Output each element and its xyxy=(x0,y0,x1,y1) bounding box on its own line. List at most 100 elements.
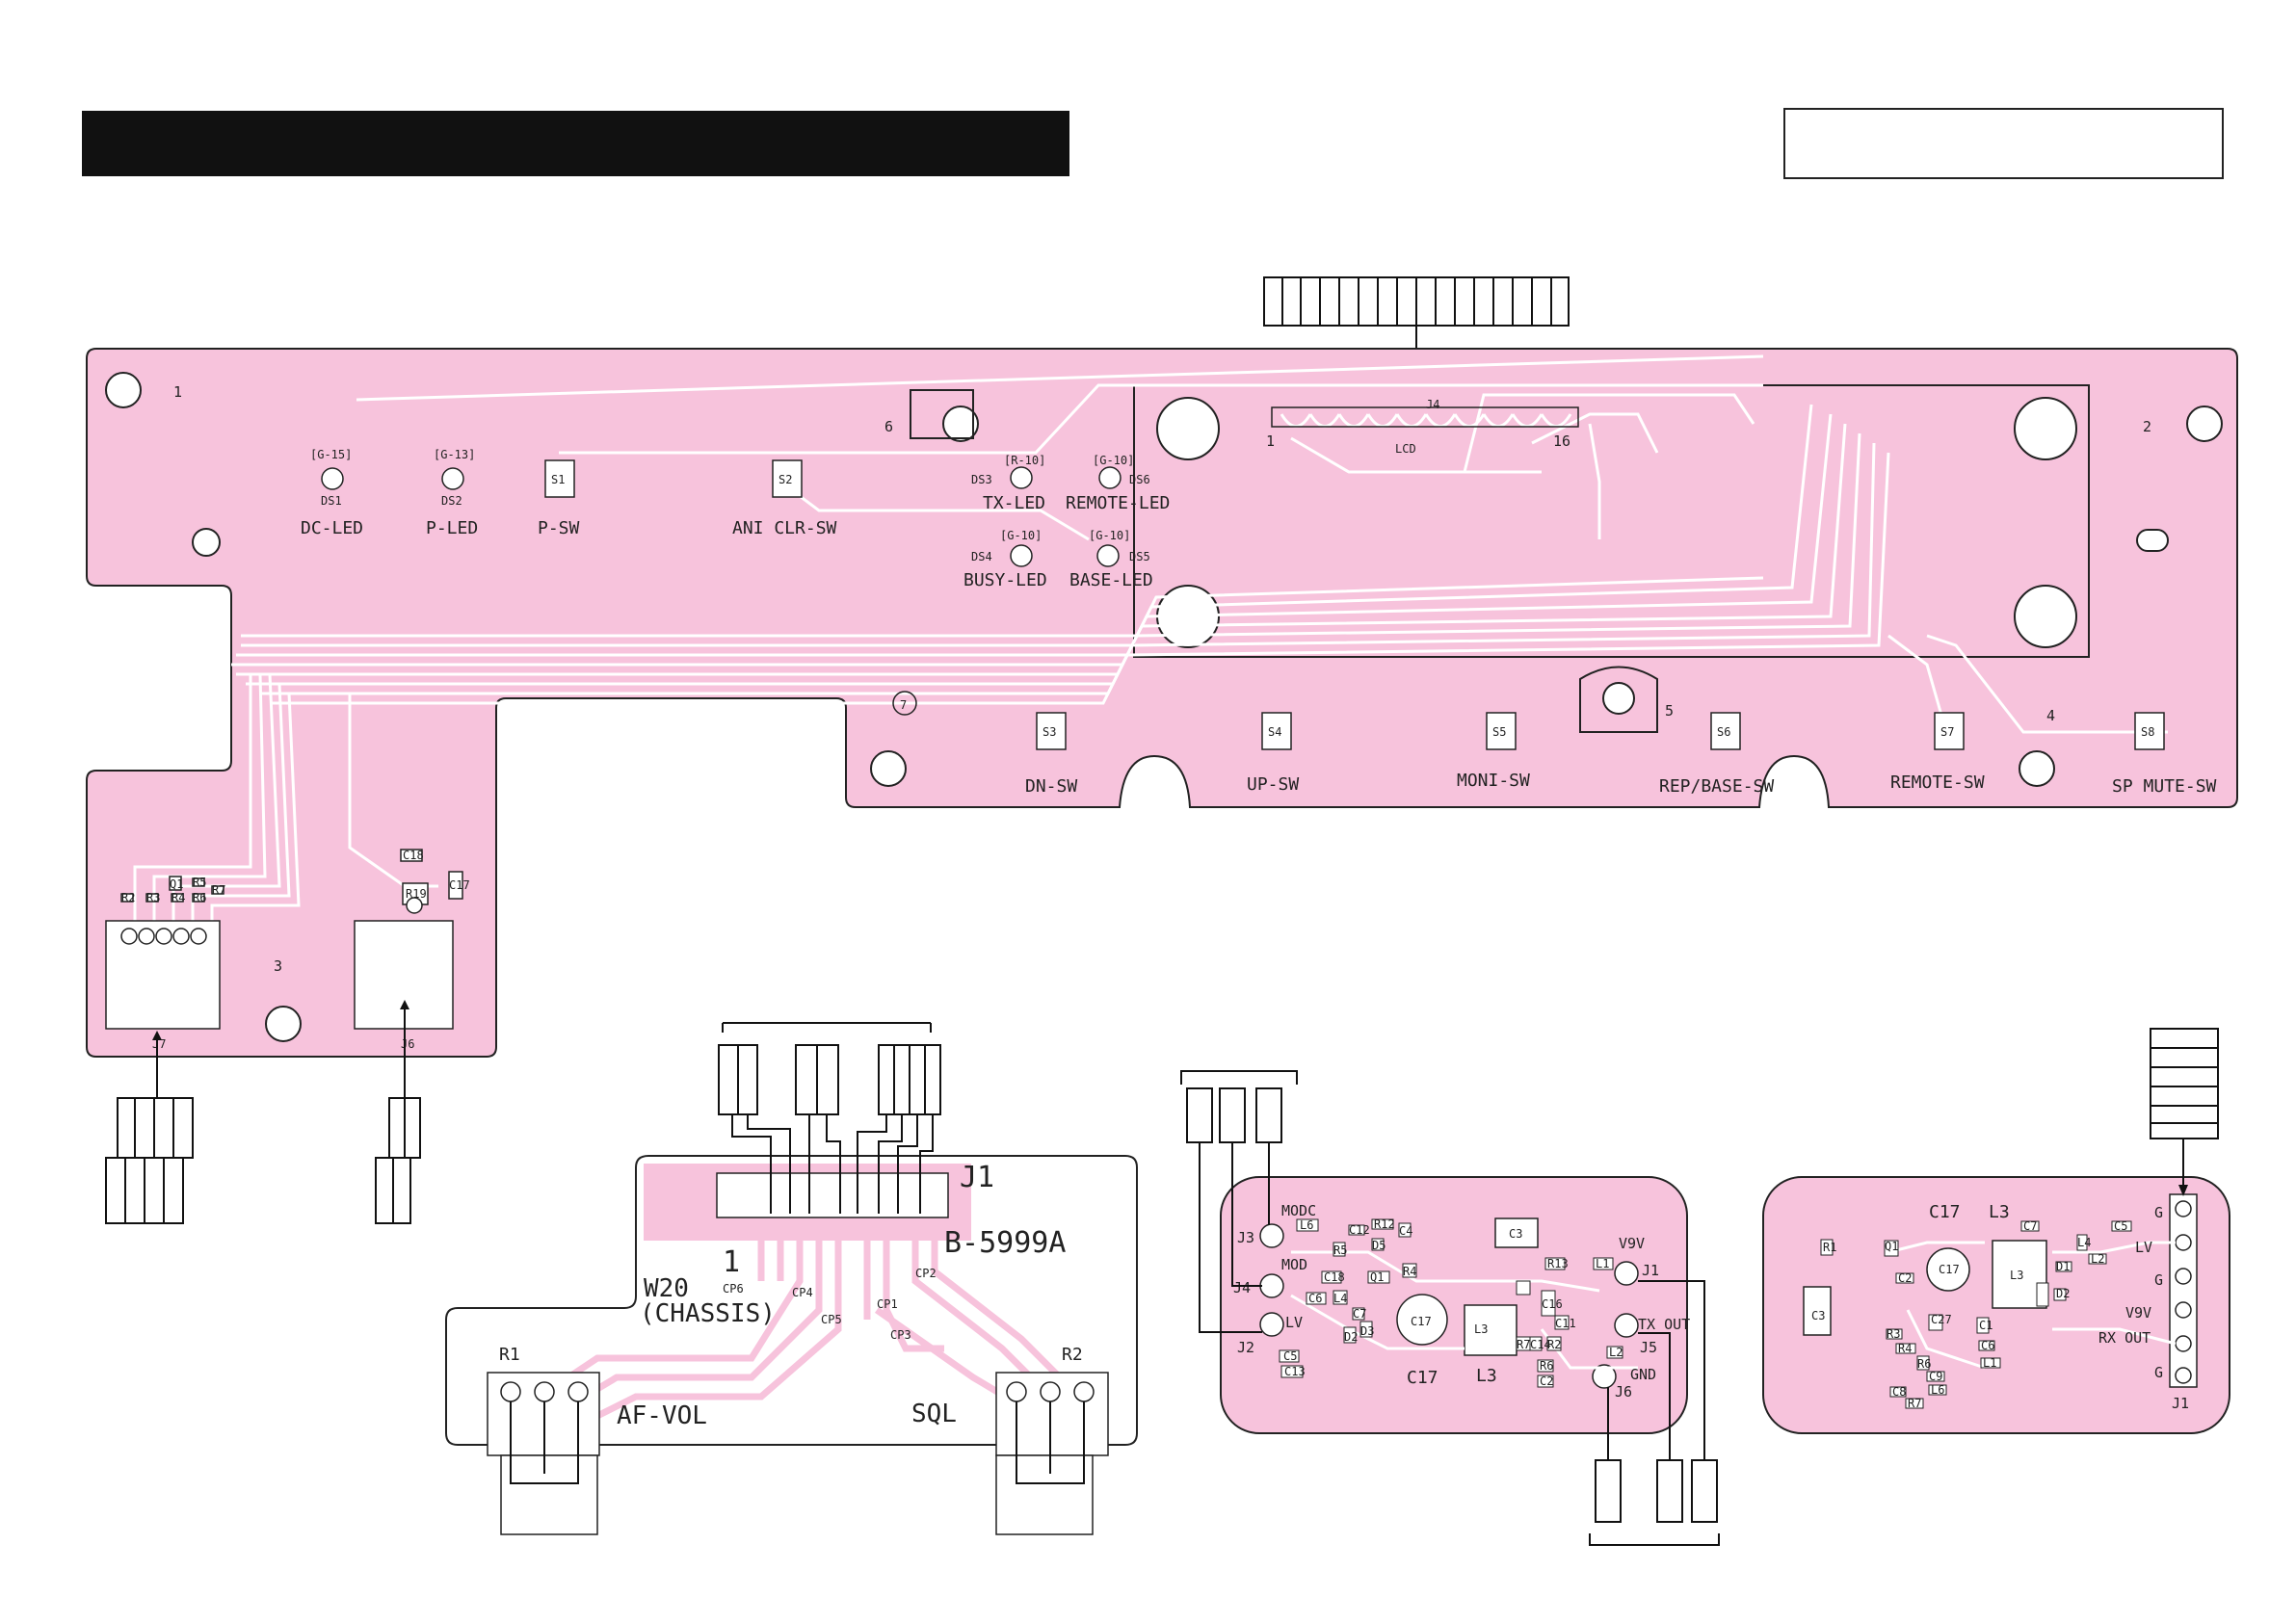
rx-a-j6-label: GND xyxy=(1630,1366,1656,1383)
svg-text:C8: C8 xyxy=(1892,1385,1906,1399)
pot-r1-label: AF-VOL xyxy=(617,1401,707,1430)
svg-text:DS4: DS4 xyxy=(971,550,992,563)
rx-b-l3-ref: L3 xyxy=(2010,1269,2023,1282)
svg-text:DS6: DS6 xyxy=(1129,473,1150,486)
led-ds3: [R-10] DS3 TX-LED xyxy=(971,454,1045,513)
svg-text:DS3: DS3 xyxy=(971,473,992,486)
svg-text:D3: D3 xyxy=(1360,1324,1374,1338)
vol-board xyxy=(445,1155,1138,1535)
rx-b-l3-label: L3 xyxy=(1989,1202,2010,1222)
vol-board-cable xyxy=(718,1022,941,1214)
svg-text:S5: S5 xyxy=(1492,725,1506,739)
connector-j7: J7 xyxy=(105,920,221,1098)
j6-plug xyxy=(375,1097,421,1224)
switch-s2: S2 ANI CLR-SW xyxy=(732,459,837,538)
svg-text:C2: C2 xyxy=(1540,1374,1553,1388)
svg-text:R1: R1 xyxy=(1823,1241,1836,1254)
svg-text:R2: R2 xyxy=(1547,1338,1561,1351)
rx-b-c17-label: C17 xyxy=(1929,1202,1961,1222)
led-ds6: [G-10] DS6 REMOTE-LED xyxy=(1066,454,1170,513)
pot-r2-label: SQL xyxy=(911,1400,957,1428)
svg-text:R19: R19 xyxy=(406,887,427,901)
rx-a-j3-ref: J3 xyxy=(1237,1229,1254,1246)
corner-label-2: 2 xyxy=(2143,418,2151,435)
svg-text:R2: R2 xyxy=(121,891,135,904)
pad-cp3: CP3 xyxy=(890,1328,911,1342)
main-board xyxy=(86,348,2238,1058)
switch-s1: S1 P-SW xyxy=(538,459,580,538)
pad-cp4: CP4 xyxy=(792,1286,813,1299)
rx-a-c17-label: C17 xyxy=(1407,1368,1438,1388)
svg-text:D2: D2 xyxy=(2056,1287,2070,1300)
led-ds1: [G-15] DS1 DC-LED xyxy=(301,448,363,538)
svg-text:D2: D2 xyxy=(1344,1330,1358,1344)
svg-text:DC-LED: DC-LED xyxy=(301,518,363,538)
switch-s8: S8 SP MUTE-SW xyxy=(2112,712,2217,797)
svg-text:C4: C4 xyxy=(1399,1224,1412,1238)
svg-text:L1: L1 xyxy=(1983,1356,1996,1370)
svg-text:P-SW: P-SW xyxy=(538,518,580,538)
rx-b-pin-lv: LV xyxy=(2135,1239,2152,1256)
svg-text:R6: R6 xyxy=(1917,1357,1931,1371)
svg-text:C6: C6 xyxy=(1981,1339,1994,1352)
svg-text:R12: R12 xyxy=(1374,1217,1395,1231)
lcd-pin-start: 1 xyxy=(1266,432,1275,450)
svg-text:L4: L4 xyxy=(1333,1292,1347,1305)
rx-b-pin-g3: G xyxy=(2154,1364,2163,1381)
rx-a-j5-label: TX OUT xyxy=(1638,1316,1690,1333)
svg-text:[R-10]: [R-10] xyxy=(1004,454,1045,467)
lcd-label: LCD xyxy=(1395,442,1416,456)
rx-b-pin-v9v: V9V xyxy=(2125,1304,2151,1322)
svg-text:BUSY-LED: BUSY-LED xyxy=(963,570,1047,590)
rx-a-j1-ref: J1 xyxy=(1642,1262,1659,1279)
svg-text:L1: L1 xyxy=(1596,1257,1609,1270)
svg-text:C27: C27 xyxy=(1931,1313,1952,1326)
svg-text:[G-10]: [G-10] xyxy=(1089,529,1130,542)
pot-r1-ref: R1 xyxy=(499,1345,520,1365)
rx-a-j1-label: V9V xyxy=(1619,1235,1645,1252)
svg-text:R7: R7 xyxy=(1517,1338,1530,1351)
svg-text:[G-10]: [G-10] xyxy=(1093,454,1134,467)
svg-text:ANI CLR-SW: ANI CLR-SW xyxy=(732,518,837,538)
svg-text:DN-SW: DN-SW xyxy=(1025,776,1077,797)
svg-text:[G-13]: [G-13] xyxy=(434,448,475,461)
svg-text:C3: C3 xyxy=(1509,1227,1522,1241)
svg-text:R6: R6 xyxy=(193,891,206,904)
svg-text:C17: C17 xyxy=(449,878,470,892)
switch-s5: S5 MONI-SW xyxy=(1457,712,1530,791)
svg-text:REMOTE-LED: REMOTE-LED xyxy=(1066,493,1170,513)
rx-b-c17-ref: C17 xyxy=(1939,1263,1960,1276)
svg-text:C18: C18 xyxy=(1324,1270,1345,1284)
header-info-box xyxy=(1783,108,2224,179)
rx-board-b-parts: C7 C5 L4 C3 Q1 C2 R1 R3 L2 D1 D2 C1 R4 C… xyxy=(1811,1219,2127,1410)
svg-text:L6: L6 xyxy=(1931,1383,1944,1397)
pad-cp1: CP1 xyxy=(877,1297,898,1311)
rx-board-a-cable-left xyxy=(1180,1070,1298,1333)
svg-text:S3: S3 xyxy=(1042,725,1056,739)
svg-text:S8: S8 xyxy=(2141,725,2154,739)
rx-a-j5-ref: J5 xyxy=(1640,1339,1657,1356)
lcd-connector-footprint xyxy=(1271,406,1579,428)
svg-text:L6: L6 xyxy=(1300,1218,1313,1232)
lcd-ref: J4 xyxy=(1426,398,1439,411)
pad-cp5: CP5 xyxy=(821,1313,842,1326)
svg-text:C9: C9 xyxy=(1929,1370,1942,1383)
svg-text:S2: S2 xyxy=(779,473,792,486)
svg-text:R3: R3 xyxy=(146,891,160,904)
rx-a-j6-ref: J6 xyxy=(1615,1383,1632,1400)
svg-text:C7: C7 xyxy=(1353,1307,1366,1321)
svg-text:[G-10]: [G-10] xyxy=(1000,529,1042,542)
rx-a-j2-ref: J2 xyxy=(1237,1339,1254,1356)
svg-text:TX-LED: TX-LED xyxy=(983,493,1045,513)
svg-text:C12: C12 xyxy=(1349,1223,1370,1237)
svg-text:D1: D1 xyxy=(2056,1260,2070,1273)
svg-text:L2: L2 xyxy=(1609,1346,1623,1359)
svg-text:R13: R13 xyxy=(1547,1257,1569,1270)
pad-cp6: CP6 xyxy=(723,1282,744,1296)
rx-board-b-cable xyxy=(2150,1028,2219,1196)
svg-text:R3: R3 xyxy=(1887,1327,1900,1341)
corner-label-4: 4 xyxy=(2046,707,2055,724)
svg-text:Q1: Q1 xyxy=(1370,1270,1384,1284)
corner-label-5: 5 xyxy=(1665,702,1674,720)
svg-text:S7: S7 xyxy=(1940,725,1954,739)
